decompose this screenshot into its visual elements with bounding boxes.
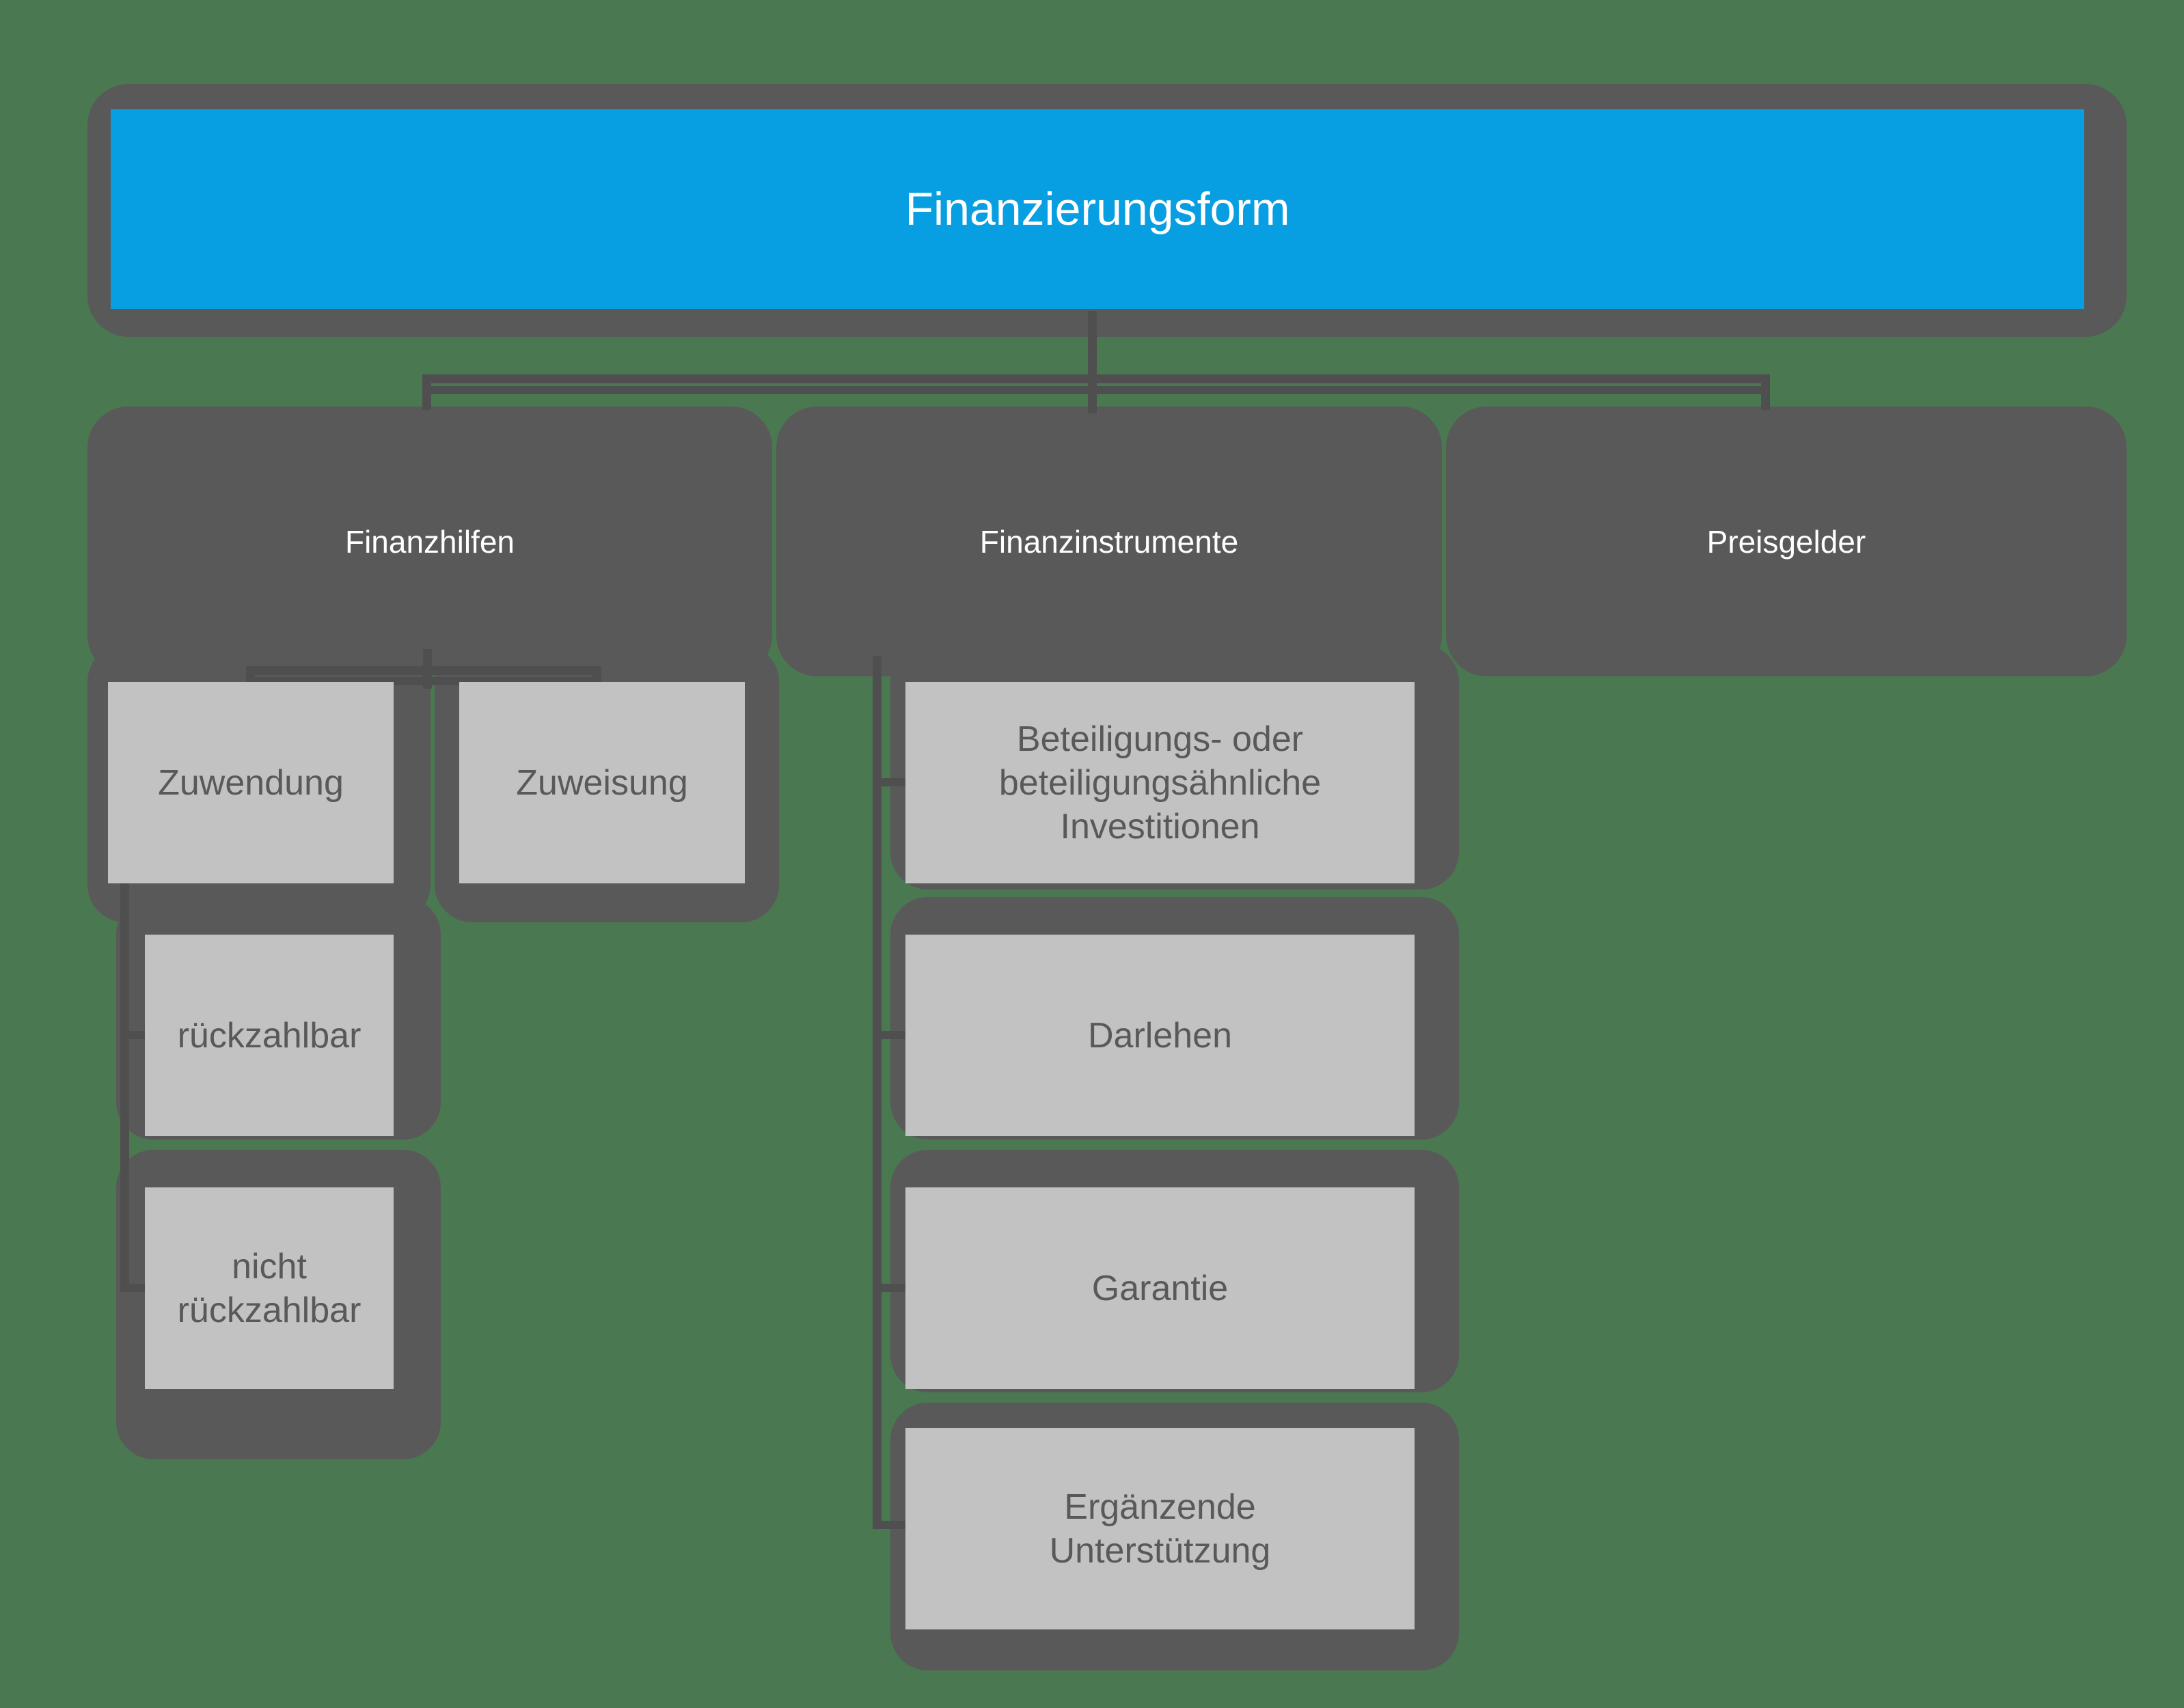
node-rueckzahlbar: rückzahlbar — [145, 935, 394, 1136]
connector-to-zuweisung — [592, 666, 601, 687]
branch-preisgelder: Preisgelder — [1446, 407, 2127, 676]
node-beteiligungs-label: Beteiligungs- oder beteiligungsähnliche … — [998, 719, 1322, 846]
connector-to-zuwendung — [246, 666, 255, 687]
node-darlehen-label: Darlehen — [1087, 1015, 1233, 1056]
connector-root-drop — [1088, 311, 1097, 413]
connector-to-ergaenzende — [873, 1521, 911, 1529]
connector-root-to-preisgelder — [1761, 374, 1770, 410]
node-nicht-rueckzahlbar-label: nicht rückzahlbar — [177, 1246, 361, 1330]
connector-root-to-finanzhilfen — [422, 374, 431, 410]
connector-root-horizontal-1 — [422, 374, 1770, 383]
node-nicht-rueckzahlbar: nicht rückzahlbar — [145, 1187, 394, 1389]
connector-to-rueckzahlbar — [120, 1031, 149, 1039]
node-ergaenzende-unterstuetzung: Ergänzende Unterstützung — [905, 1428, 1415, 1629]
node-garantie: Garantie — [905, 1187, 1415, 1389]
node-zuweisung-label: Zuweisung — [516, 762, 688, 803]
node-beteiligungs-investitionen: Beteiligungs- oder beteiligungsähnliche … — [905, 682, 1415, 883]
connector-finanzinstrumente-vertical — [873, 656, 882, 1529]
node-rueckzahlbar-label: rückzahlbar — [177, 1015, 361, 1056]
connector-to-nicht-rueckzahlbar — [120, 1284, 149, 1292]
branch-preisgelder-label: Preisgelder — [1706, 523, 1866, 560]
connector-to-garantie — [873, 1284, 911, 1292]
connector-root-horizontal-2 — [431, 386, 1762, 394]
node-garantie-label: Garantie — [1091, 1268, 1229, 1308]
root-node-label: Finanzierungsform — [905, 183, 1290, 235]
connector-to-beteiligungs — [873, 778, 911, 786]
branch-finanzhilfen-label: Finanzhilfen — [344, 523, 515, 560]
node-zuweisung: Zuweisung — [459, 682, 745, 883]
connector-to-darlehen — [873, 1031, 911, 1039]
connector-zuwendung-vertical — [120, 883, 129, 1288]
branch-finanzhilfen: Finanzhilfen — [87, 407, 772, 676]
root-node: Finanzierungsform — [111, 109, 2084, 309]
node-darlehen: Darlehen — [905, 935, 1415, 1136]
branch-finanzinstrumente: Finanzinstrumente — [776, 407, 1442, 676]
connector-finanzhilfen-horizontal-1 — [246, 666, 601, 675]
node-ergaenzende-label: Ergänzende Unterstützung — [1049, 1487, 1271, 1571]
branch-finanzinstrumente-label: Finanzinstrumente — [979, 523, 1239, 560]
node-zuwendung: Zuwendung — [108, 682, 394, 883]
node-zuwendung-label: Zuwendung — [158, 762, 344, 803]
